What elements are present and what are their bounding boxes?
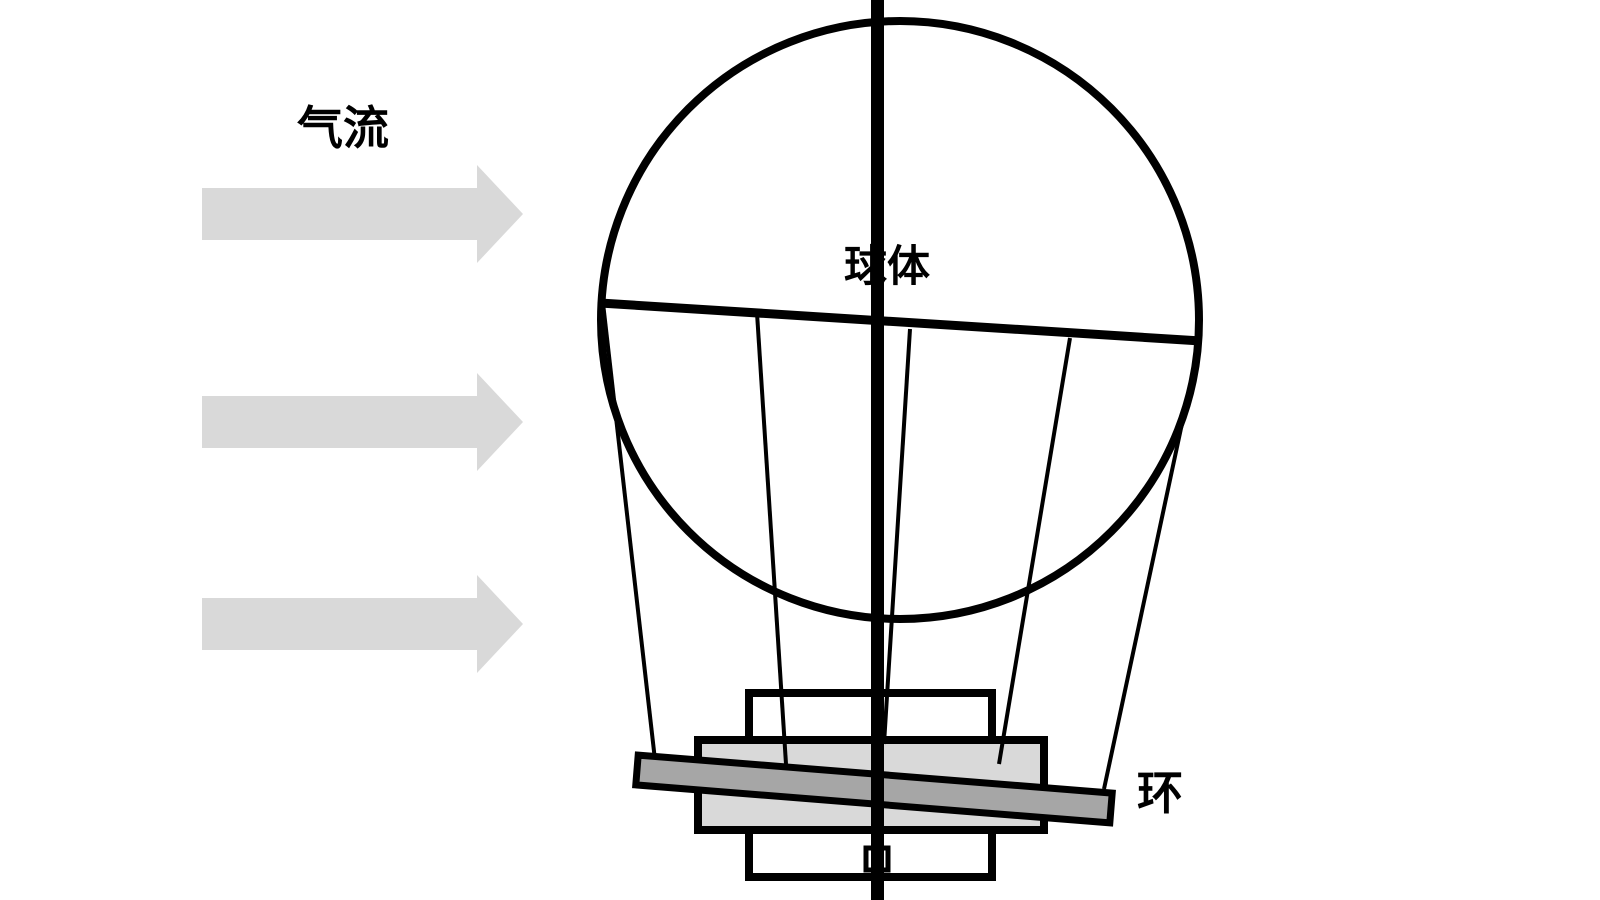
sphere-chord-line [599,298,1202,346]
sphere-label: 球体 [844,242,930,292]
shroud-line-4 [997,337,1072,765]
flow-arrow-middle [202,373,523,471]
shroud-line-2 [755,312,788,765]
ring-label: 环 [1137,766,1183,820]
shroud-line-5 [1102,343,1201,790]
airflow-arrows [202,165,523,673]
flow-arrow-top [202,165,523,263]
flow-arrow-bottom [202,575,523,673]
airflow-label: 气流 [297,101,389,155]
shroud-line-1 [601,302,657,761]
shroud-line-3 [882,328,912,745]
shroud-lines [601,302,1201,790]
